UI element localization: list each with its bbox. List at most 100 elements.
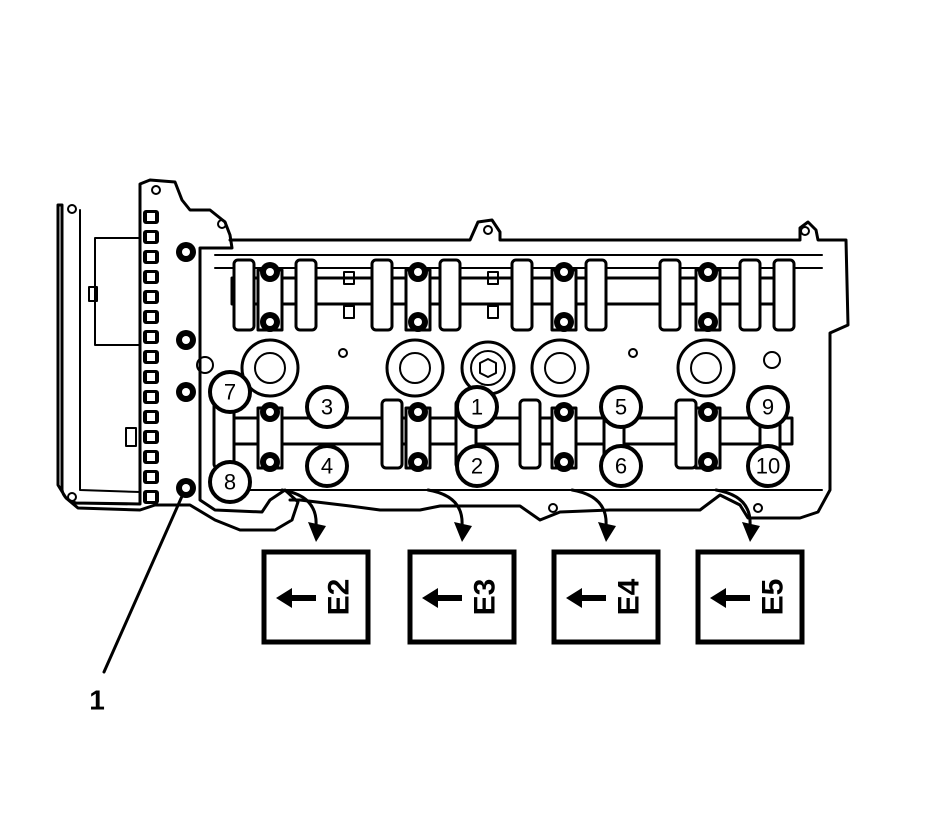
sequence-bolt-4: 4 (305, 444, 349, 488)
sequence-bolt-ring (746, 444, 790, 488)
sequence-bolt-label: 7 (224, 380, 236, 405)
spark-plug-bores (196, 338, 781, 398)
sequence-bolt-ring (599, 385, 643, 429)
cap-arrow-head-1 (308, 522, 326, 542)
chain-link-hole (147, 333, 155, 341)
intake-cam-lobe (658, 258, 682, 332)
cap-labels: E2 E3 E4 E5 (261, 549, 805, 645)
bolt-center (414, 318, 422, 326)
chain-link-hole (147, 473, 155, 481)
cap-label-e2: E2 (261, 549, 371, 645)
chain-link-hole (147, 253, 155, 261)
cam-pin (343, 305, 355, 319)
chain-link-hole (147, 313, 155, 321)
bore-inner (690, 352, 722, 384)
chain-link-hole (147, 413, 155, 421)
bolt-center (414, 268, 422, 276)
sequence-bolt-ring (746, 385, 790, 429)
sequence-bolt-8: 8 (208, 460, 252, 504)
intake-cam-lobe (738, 258, 762, 332)
sequence-bolt-label: 2 (471, 454, 483, 479)
chain-link-hole (147, 453, 155, 461)
cap-arrow-head-2 (454, 522, 472, 542)
chain-link-hole (147, 293, 155, 301)
center-hex (479, 358, 497, 378)
sequence-bolt-5: 5 (599, 385, 643, 429)
bolt-center (704, 318, 712, 326)
callout-label: 1 (89, 685, 105, 716)
cap-label-e3: E3 (407, 549, 517, 645)
cap-label-text: E5 (757, 579, 790, 616)
cap-label-e5: E5 (695, 549, 805, 645)
bore-outer (676, 338, 736, 398)
intake-cam-lobe (772, 258, 796, 332)
bolt-center (414, 408, 422, 416)
center-boss (460, 340, 516, 396)
sequence-bolt-3: 3 (305, 385, 349, 429)
bore-inner (254, 352, 286, 384)
bolt-center (182, 336, 190, 344)
cap-arrow-2 (426, 488, 464, 528)
bolt-sequence: 1 2 3 4 5 6 7 8 9 10 (208, 370, 790, 504)
sequence-bolt-ring (305, 385, 349, 429)
intake-cam-lobe (438, 258, 462, 332)
timing-chain (143, 210, 159, 504)
sequence-bolt-9: 9 (746, 385, 790, 429)
sequence-bolt-label: 4 (321, 454, 333, 479)
bore-outer (530, 338, 590, 398)
callout-1: 1 (89, 492, 185, 716)
chain-link-hole (147, 233, 155, 241)
bore-inner (544, 352, 576, 384)
cap-arrow-4 (714, 488, 752, 528)
bolt-center (560, 268, 568, 276)
bore-outer (385, 338, 445, 398)
cam-cap-bolts (176, 242, 722, 498)
exhaust-cam-lobe (674, 398, 698, 470)
cap-label-text: E3 (469, 579, 502, 616)
sequence-bolt-label: 10 (756, 454, 780, 479)
bolt-center (266, 268, 274, 276)
bolt-center (266, 458, 274, 466)
cam-pin (343, 271, 355, 285)
intake-cam-lobe (510, 258, 534, 332)
sequence-bolt-label: 6 (615, 454, 627, 479)
cap-arrow-head-3 (598, 522, 616, 542)
intake-cam-lobe (294, 258, 318, 332)
bolt-center (560, 458, 568, 466)
sequence-bolt-ring (208, 370, 252, 414)
cap-label-e4: E4 (551, 549, 661, 645)
sequence-bolt-ring (305, 444, 349, 488)
bolt-center (560, 318, 568, 326)
bore-outer (240, 338, 300, 398)
cap-label-arrow-head (422, 588, 438, 608)
bolt-center (266, 408, 274, 416)
sequence-bolt-2: 2 (455, 444, 499, 488)
exhaust-cam-lobe (380, 398, 404, 470)
intake-cam-lobe (584, 258, 608, 332)
cap-arrow-1 (280, 488, 318, 528)
sequence-bolt-label: 9 (762, 395, 774, 420)
cap-label-arrow-head (566, 588, 582, 608)
intake-cam-lobe (232, 258, 256, 332)
small-hole (763, 351, 781, 369)
sequence-bolt-label: 3 (321, 395, 333, 420)
cam-pin (487, 271, 499, 285)
bolt-center (704, 458, 712, 466)
chain-link-hole (147, 353, 155, 361)
bolt-center (704, 268, 712, 276)
cap-arrow-head-4 (742, 522, 760, 542)
sequence-bolt-7: 7 (208, 370, 252, 414)
small-hole (338, 348, 348, 358)
intake-cam-lobe (370, 258, 394, 332)
bolt-center (182, 484, 190, 492)
chain-link-hole (147, 213, 155, 221)
bore-inner (399, 352, 431, 384)
sequence-bolt-ring (455, 385, 499, 429)
cap-label-text: E2 (323, 579, 356, 616)
sequence-bolt-1: 1 (455, 385, 499, 429)
cap-label-arrow-head (710, 588, 726, 608)
sequence-bolt-ring (599, 444, 643, 488)
chain-link-hole (147, 373, 155, 381)
